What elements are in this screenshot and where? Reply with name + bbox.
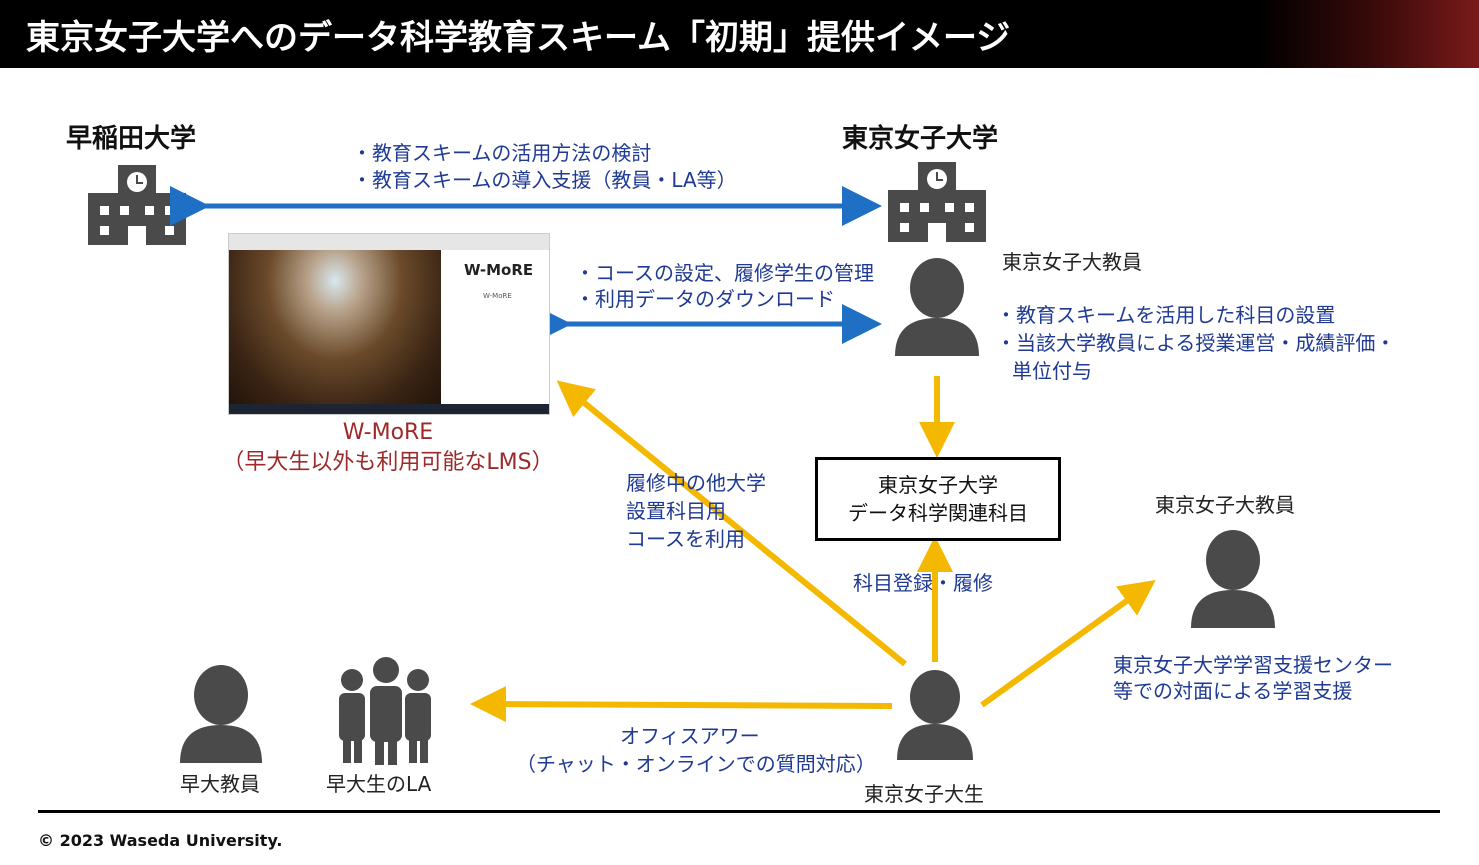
- waseda-name: 早稲田大学: [66, 124, 197, 154]
- student-person-icon: [897, 670, 973, 760]
- copyright: © 2023 Waseda University.: [38, 831, 283, 850]
- twcu-faculty-duty3: 単位付与: [1012, 359, 1092, 383]
- course-use-line3: コースを利用: [626, 527, 745, 551]
- lms-link-line2: ・利用データのダウンロード: [575, 287, 835, 311]
- twcu-faculty-person-icon: [895, 258, 979, 356]
- footer-divider: [38, 810, 1440, 813]
- twcu-faculty-label: 東京女子大教員: [1002, 250, 1142, 274]
- student-to-waseda-la-arrow: [470, 686, 893, 723]
- support-center-line2: 等での対面による学習支援: [1113, 679, 1353, 703]
- office-hour-line1: オフィスアワー: [620, 724, 760, 748]
- course-box-line2: データ科学関連科目: [848, 501, 1028, 525]
- lms-link-line1: ・コースの設定、履修学生の管理: [575, 261, 874, 285]
- lms-desc: （早大生以外も利用可能なLMS）: [222, 450, 554, 475]
- lms-name: W-MoRE: [342, 420, 434, 445]
- course-use-line1: 履修中の他大学: [626, 471, 766, 495]
- support-faculty-person-icon: [1191, 530, 1275, 628]
- top-link-line1: ・教育スキームの活用方法の検討: [352, 141, 652, 165]
- lms-screenshot: [228, 233, 550, 415]
- support-faculty-label: 東京女子大教員: [1155, 493, 1295, 517]
- student-label: 東京女子大生: [864, 782, 984, 806]
- waseda-faculty-person-icon: [180, 665, 262, 763]
- header-bar: [0, 0, 1479, 68]
- office-hour-line2: （チャット・オンラインでの質問対応）: [516, 752, 876, 776]
- taskbar: [229, 404, 549, 414]
- course-box-line1: 東京女子大学: [878, 473, 998, 497]
- enroll-label: 科目登録・履修: [853, 571, 993, 595]
- browser-bar: [229, 234, 549, 251]
- twcu-faculty-duty1: ・教育スキームを活用した科目の設置: [996, 303, 1336, 327]
- course-use-line2: 設置科目用: [626, 499, 726, 523]
- course-box: 東京女子大学 データ科学関連科目: [815, 457, 1061, 541]
- waseda-la-label: 早大生のLA: [326, 772, 432, 796]
- hall-photo: [229, 250, 441, 404]
- waseda-building-icon: [88, 165, 186, 245]
- top-link-line2: ・教育スキームの導入支援（教員・LA等）: [352, 168, 737, 192]
- student-to-support-arrow: [980, 579, 1156, 708]
- twcu-building-icon: [888, 162, 986, 242]
- page-title: 東京女子大学へのデータ科学教育スキーム「初期」提供イメージ: [26, 18, 1011, 58]
- waseda-faculty-label: 早大教員: [180, 772, 260, 796]
- student-to-lms-arrow: [556, 380, 907, 667]
- login-panel: [441, 250, 549, 404]
- waseda-la-group-icon: [339, 657, 431, 765]
- twcu-faculty-duty2: ・当該大学教員による授業運営・成績評価・: [996, 331, 1396, 355]
- lms-screenshot-sub: W-MoRE: [483, 292, 512, 300]
- support-center-line1: 東京女子大学学習支援センター: [1113, 653, 1393, 677]
- twcu-name: 東京女子大学: [842, 124, 999, 154]
- lms-screenshot-logo: W-MoRE: [464, 261, 534, 279]
